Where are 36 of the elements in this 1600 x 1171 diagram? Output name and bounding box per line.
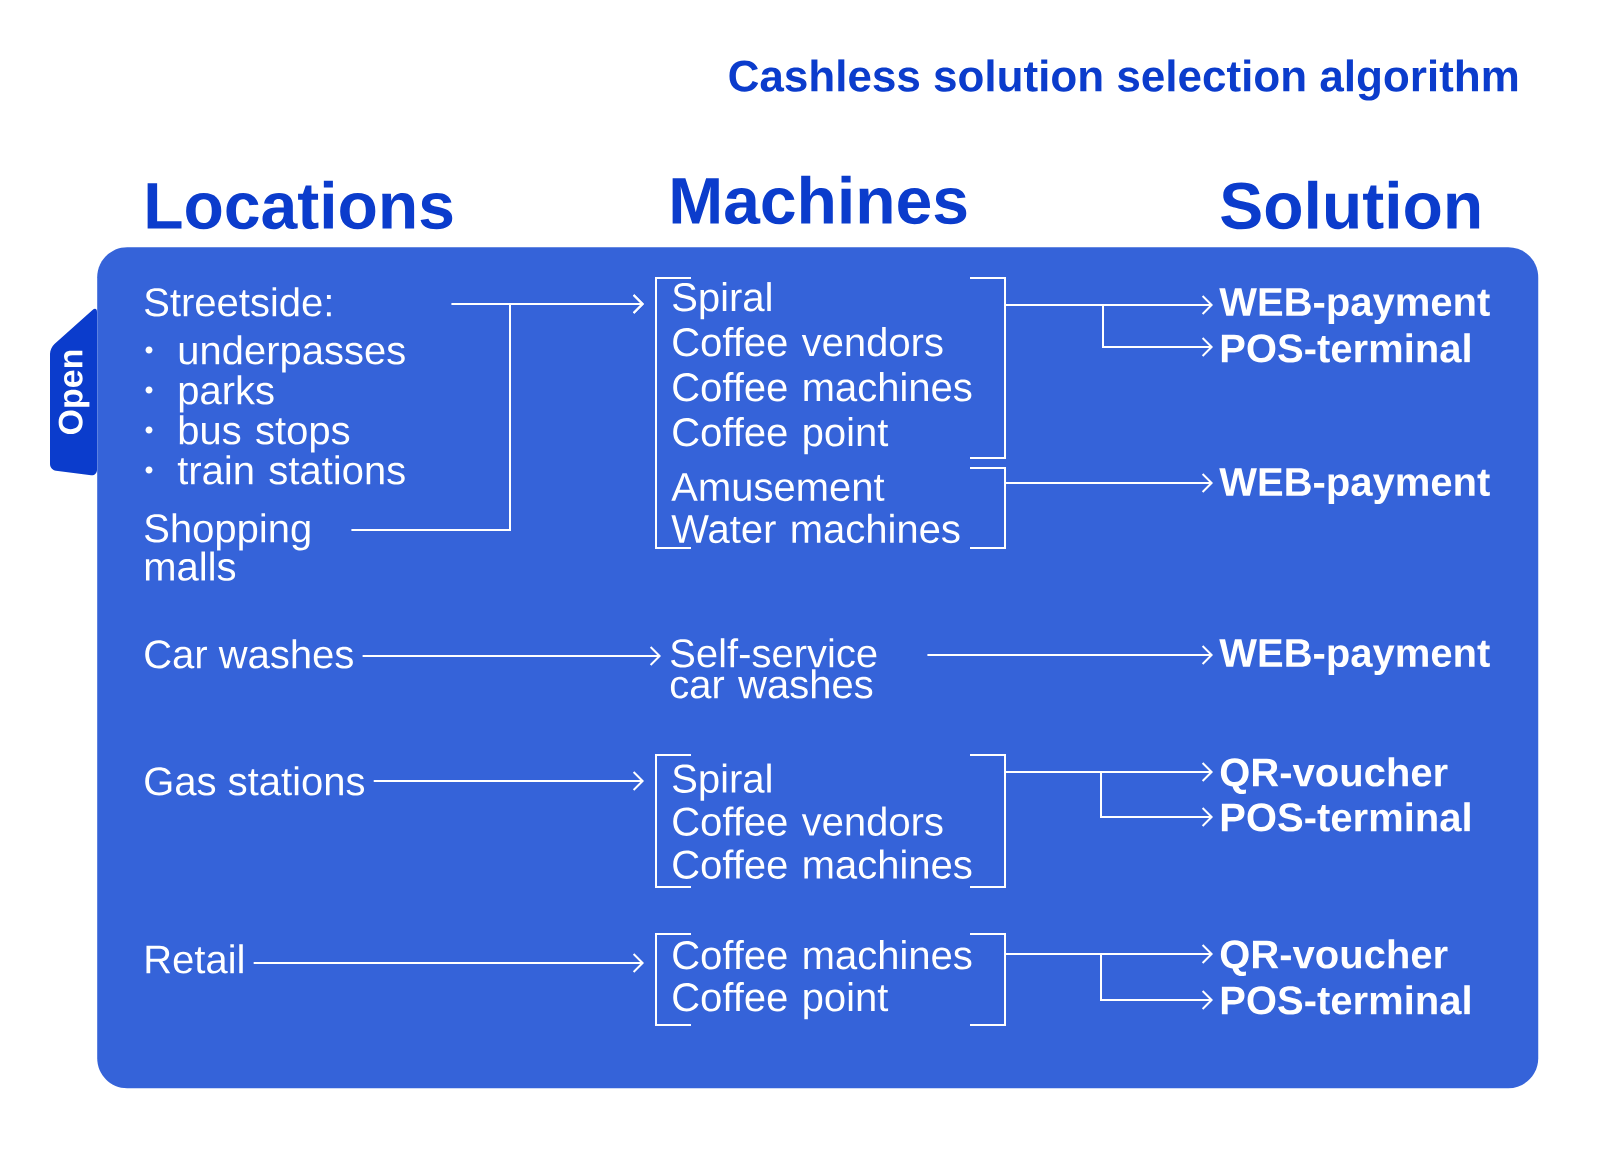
location-list: Streetside: underpasses parks bus stops train stations xyxy=(145,287,405,485)
arrow xyxy=(1004,304,1213,357)
machine-list: Coffee machines Coffee point xyxy=(655,933,1006,1026)
node-label: bus stops xyxy=(179,415,350,453)
tab: Open xyxy=(50,308,97,476)
solution-label: WEB-payment xyxy=(1219,288,1490,324)
node-label: Streetside: xyxy=(145,287,331,317)
node-label: train stations xyxy=(177,455,405,485)
machine-list: Spiral Coffee vendors Coffee machines Coffee point xyxy=(673,277,1006,459)
solution-label: POS-terminal xyxy=(1221,802,1470,832)
location-label: Gas stations xyxy=(145,766,365,796)
solution-label: QR-voucher xyxy=(1220,939,1448,977)
column-heading: Solution xyxy=(1221,180,1480,230)
arrow xyxy=(372,771,644,791)
node-label: underpasses xyxy=(179,335,405,373)
solution-label: WEB-payment xyxy=(1219,639,1490,676)
node-label: parks xyxy=(179,375,274,413)
arrow xyxy=(350,294,644,531)
solution-label: POS-terminal xyxy=(1221,985,1470,1015)
location-label: Car washes xyxy=(145,639,353,669)
location-label: Retail xyxy=(146,944,243,974)
title: Cashless solution selection algorithm xyxy=(729,59,1518,101)
arrow xyxy=(361,646,661,666)
solution-label: WEB-payment xyxy=(1219,468,1490,505)
arrow xyxy=(1004,771,1213,827)
arrow xyxy=(926,645,1213,665)
arrow xyxy=(1004,473,1213,493)
arrow xyxy=(252,953,644,973)
location-label: Shopping malls xyxy=(145,513,310,581)
solution-label: QR-voucher xyxy=(1220,757,1448,795)
solution-label: POS-terminal xyxy=(1221,333,1470,363)
machine-list: Amusement Water machines xyxy=(671,467,1006,549)
arrow xyxy=(1004,953,1213,1010)
machine-list: Spiral Coffee vendors Coffee machines xyxy=(655,754,1006,888)
location-label: Self-service car washes xyxy=(670,638,877,699)
panel xyxy=(50,247,1539,1089)
